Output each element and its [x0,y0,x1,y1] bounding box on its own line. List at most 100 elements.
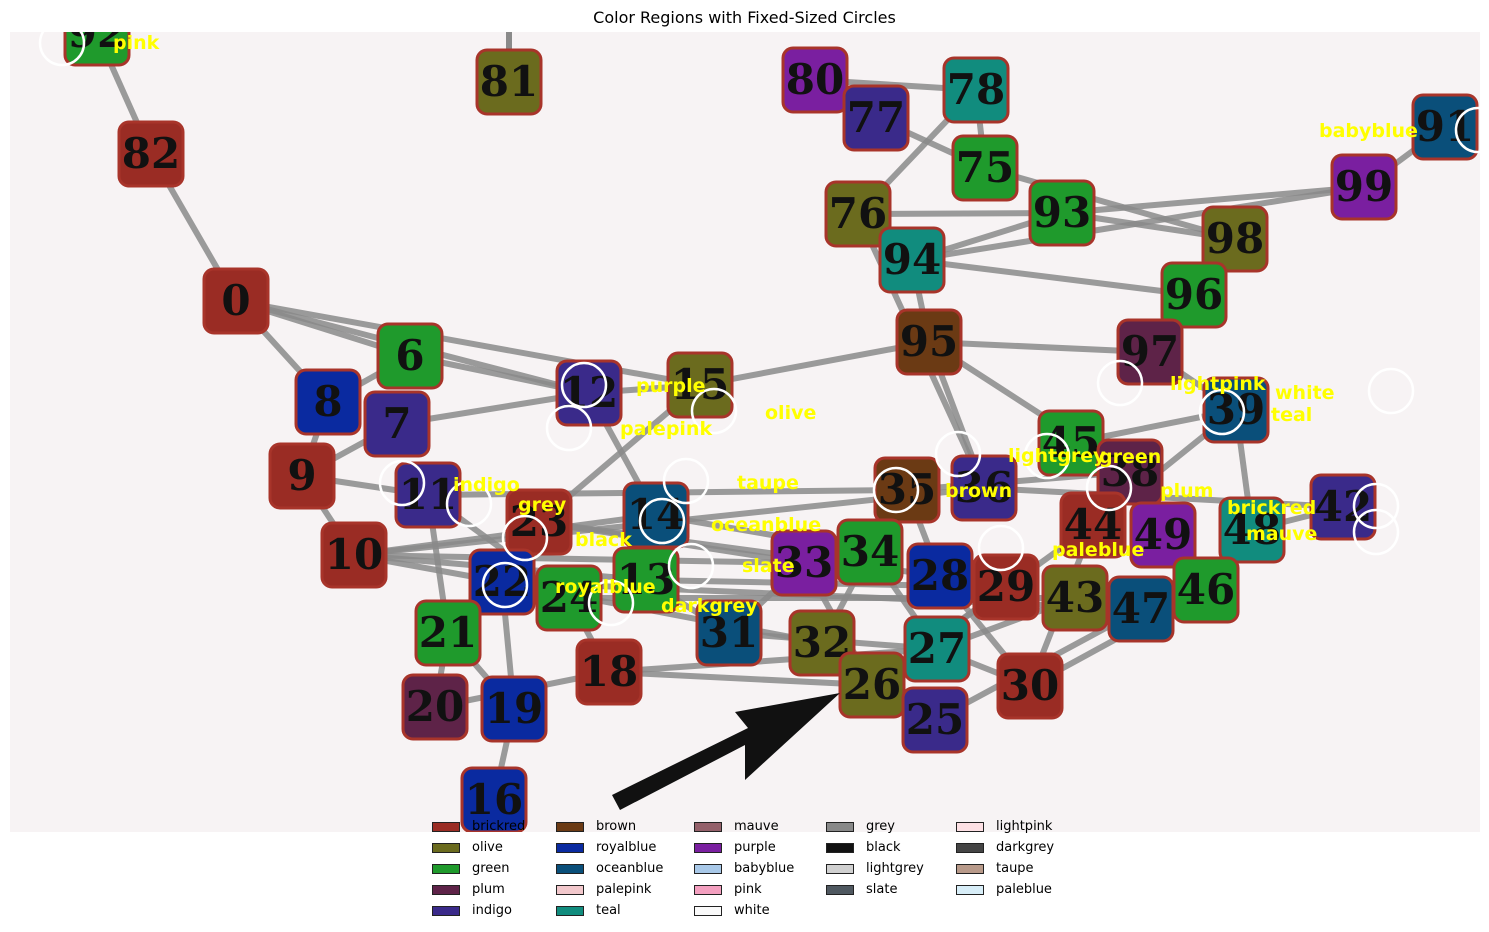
legend-swatch [556,905,584,916]
node-box [480,675,548,743]
node-label: 96 [1165,270,1223,319]
graph-node: 35 [873,456,941,524]
node-box [903,615,971,683]
graph-node: 97 [1116,318,1184,386]
node-label: 10 [325,530,383,579]
node-box [1202,376,1270,444]
graph-node: 13 [612,546,680,614]
marker-circle [1454,106,1480,154]
node-label: 78 [947,65,1005,114]
marker-circle [1352,482,1400,530]
node-box [695,599,763,667]
legend-item: oceanblue [556,858,694,879]
node-box [294,368,362,436]
node-box [376,322,444,390]
marker-circle [872,466,920,514]
legend-label: oceanblue [596,861,664,876]
legend-label: black [866,840,901,855]
node-label: 44 [1064,500,1122,549]
legend-swatch [556,884,584,895]
graph-edge [699,339,930,388]
node-label: 28 [911,551,969,600]
annotation-label-black: black [575,529,632,551]
node-label: 30 [1001,661,1059,710]
graph-node: 45 [1037,409,1105,477]
node-box [906,542,974,610]
marker-circle [38,32,86,67]
graph-node: 8 [294,368,362,436]
legend-swatch [826,863,854,874]
node-label: 25 [906,695,964,744]
legend-label: mauve [734,819,779,834]
node-box [535,564,603,632]
node-label: 19 [485,684,543,733]
legend-swatch [432,863,460,874]
graph-node: 36 [950,454,1018,522]
legend-label: darkgrey [996,840,1055,855]
node-box [996,652,1064,720]
graph-edge [857,210,1063,217]
annotation-label-palepink: palepink [620,418,712,440]
annotation-label-mauve: mauve [1246,523,1317,545]
node-label: 76 [829,189,887,238]
legend-swatch [432,821,460,832]
node-label: 6 [395,331,424,380]
node-label: 16 [465,775,523,824]
annotation-label-teal: teal [1271,404,1312,426]
legend-label: slate [866,882,898,897]
node-label: 14 [627,490,685,539]
node-label: 21 [419,608,477,657]
legend-label: lightpink [996,819,1053,834]
legend-label: brown [596,819,637,834]
annotation-label-paleblue: paleblue [1052,539,1144,561]
legend-item: teal [556,900,694,921]
node-box [1218,496,1286,564]
node-box [1028,179,1096,247]
marker-circle [1085,464,1133,512]
legend-swatch [556,842,584,853]
node-label: 26 [843,660,901,709]
legend-item: paleblue [956,879,1076,900]
node-label: 91 [1416,102,1474,151]
arrow-icon [612,693,840,810]
node-box [1330,153,1398,221]
graph-node: 28 [906,542,974,610]
legend-item: pink [694,879,826,900]
legend-swatch [432,842,460,853]
graph-node: 10 [320,521,388,589]
graph-edge [911,257,1195,298]
circle-layer [38,32,1480,627]
graph-node: 78 [942,56,1010,124]
legend-swatch [694,884,722,895]
marker-circle [638,497,686,545]
annotation-label-lightgrey: lightgrey [1008,445,1106,467]
annotation-label-babyblue: babyblue [1319,120,1418,142]
graph-node: 21 [414,599,482,667]
node-box [901,686,969,754]
graph-node: 46 [1172,556,1240,624]
node-label: 80 [786,55,844,104]
graph-node: 6 [376,322,444,390]
node-box [460,766,528,832]
node-label: 7 [382,399,411,448]
graph-node: 15 [666,351,734,419]
graph-node: 25 [901,686,969,754]
legend-swatch [826,821,854,832]
node-label: 95 [900,317,958,366]
marker-circle [587,579,635,627]
node-label: 75 [956,143,1014,192]
legend-swatch [432,905,460,916]
graph-node: 81 [475,48,543,116]
node-label: 49 [1134,510,1192,559]
legend-label: grey [866,819,896,834]
graph-node: 42 [1309,473,1377,541]
chart-title: Color Regions with Fixed-Sized Circles [593,8,896,27]
legend-label: pink [734,882,762,897]
node-box [895,308,963,376]
node-box [268,442,336,510]
legend-label: olive [472,840,503,855]
legend-item: black [826,837,956,858]
graph-edge [984,165,1236,242]
